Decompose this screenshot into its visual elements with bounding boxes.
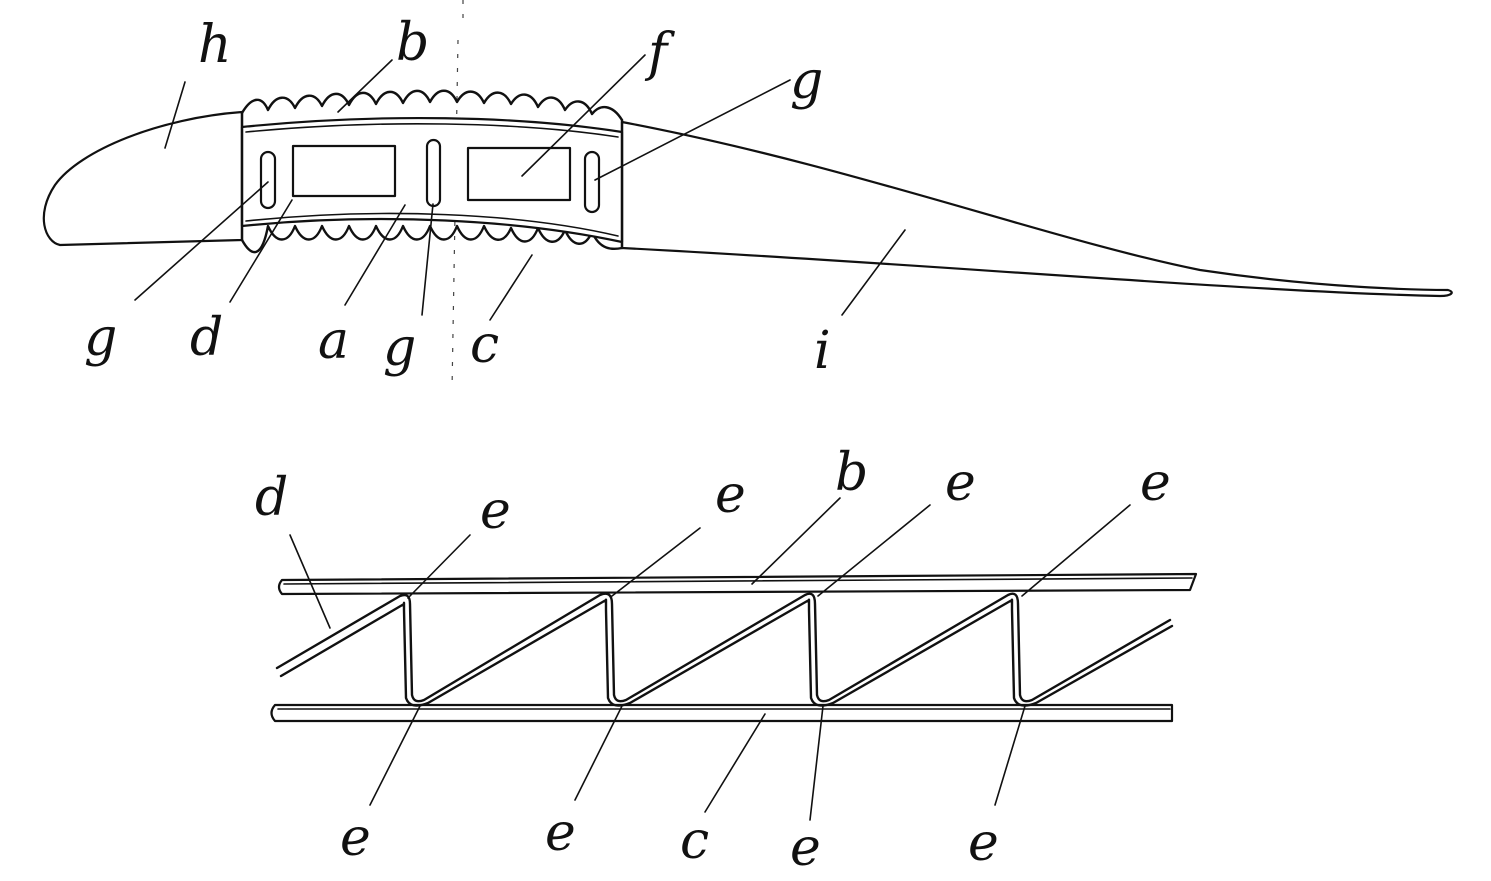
leader-g-bottom-left	[134, 181, 269, 301]
label-b-bottom: b	[835, 443, 868, 503]
label-d: d	[190, 308, 223, 368]
label-a: a	[318, 311, 349, 371]
label-c: c	[470, 315, 499, 375]
label-e-top-3: e	[945, 453, 976, 513]
leader-f	[521, 54, 646, 177]
lightening-hole-f	[466, 146, 572, 202]
leader-c	[489, 254, 533, 321]
leader-g-bottom-mid	[421, 203, 434, 316]
upper-flange-inner	[283, 577, 1193, 585]
corrugated-strip-c	[240, 224, 624, 254]
label-e-top-4: e	[1140, 453, 1171, 513]
label-e-bottom-2: e	[545, 803, 576, 863]
leader-e-top-3	[817, 504, 931, 597]
leader-d-bottom	[289, 534, 331, 629]
label-b: b	[396, 13, 429, 73]
leader-e-bottom-3	[809, 705, 824, 821]
label-e-top-1: e	[480, 481, 511, 541]
leader-b	[337, 59, 393, 113]
spar-section-figure: d e e b e e e e c e e	[255, 443, 1198, 878]
lightening-hole-d	[291, 144, 397, 198]
leader-h	[164, 81, 186, 149]
leader-g-top	[594, 79, 791, 181]
leader-e-top-1	[407, 534, 471, 599]
leader-e-top-2	[611, 527, 701, 597]
spar-inner-bottom-line	[245, 212, 619, 237]
slot-g-middle	[425, 138, 442, 208]
trailing-edge-i	[620, 120, 1453, 298]
label-d-bottom: d	[255, 468, 288, 528]
label-c-bottom: c	[680, 811, 709, 871]
label-g-bottom-left: g	[84, 308, 117, 368]
label-g-top-right: g	[790, 51, 823, 111]
label-e-bottom-1: e	[340, 808, 371, 868]
leader-i	[841, 229, 906, 316]
leader-e-bottom-1	[369, 705, 421, 806]
label-e-bottom-3: e	[790, 818, 821, 878]
wing-profile-figure: h b f g g d a g c i	[42, 0, 1453, 391]
spar-inner-top-line	[245, 123, 619, 138]
upper-flange-b	[277, 572, 1198, 596]
slot-g-left	[259, 150, 277, 210]
leader-d	[229, 199, 293, 303]
label-e-top-2: e	[715, 465, 746, 525]
leading-edge-h	[42, 110, 244, 247]
leader-a	[344, 204, 406, 306]
label-h: h	[198, 15, 232, 75]
label-e-bottom-4: e	[968, 813, 999, 873]
center-axis-line	[451, 0, 464, 391]
slot-g-right	[583, 150, 601, 214]
label-g-bottom-mid: g	[383, 318, 416, 378]
leader-b-bottom	[751, 497, 841, 585]
label-f: f	[644, 23, 675, 83]
lower-flange-c	[270, 703, 1174, 723]
corrugated-strip-b	[240, 89, 624, 122]
leader-e-bottom-2	[574, 705, 623, 801]
leader-e-top-4	[1021, 504, 1131, 597]
zigzag-web-d-outer	[275, 592, 1172, 703]
leader-e-bottom-4	[994, 705, 1026, 806]
label-i: i	[814, 321, 831, 381]
zigzag-web-d-inner	[279, 598, 1174, 707]
leader-c-bottom	[704, 713, 766, 813]
